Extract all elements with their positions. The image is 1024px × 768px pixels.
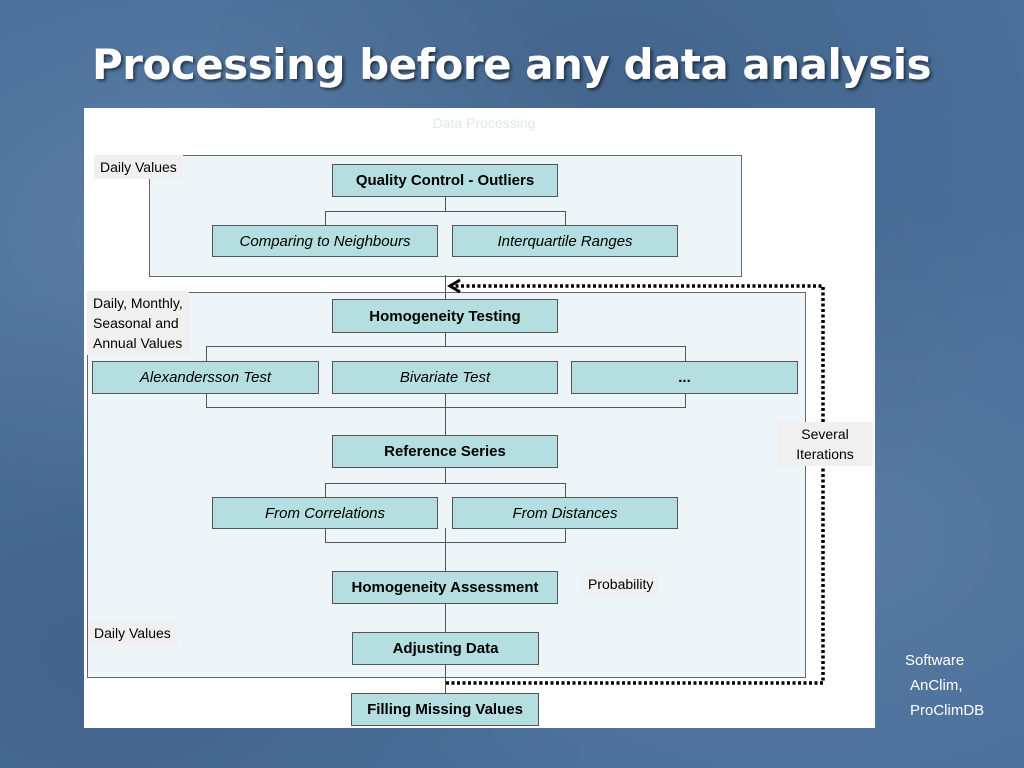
iteration-loop	[446, 278, 825, 685]
connector	[685, 346, 686, 361]
connector	[685, 393, 686, 408]
homogeneity-testing-box: Homogeneity Testing	[332, 299, 558, 333]
from-correlations-box: From Correlations	[212, 497, 438, 529]
bivariate-test-box: Bivariate Test	[332, 361, 558, 394]
from-distances-box: From Distances	[452, 497, 678, 529]
connector	[565, 483, 566, 497]
interquartile-ranges-box: Interquartile Ranges	[452, 225, 678, 257]
slide-title: Processing before any data analysis	[92, 40, 932, 89]
note-line: Iterations	[796, 446, 854, 462]
homogeneity-assessment-box: Homogeneity Assessment	[332, 571, 558, 604]
note-line: Daily, Monthly,	[93, 295, 183, 311]
software-line: AnClim,	[910, 677, 963, 694]
connector	[445, 467, 446, 483]
adjusting-data-box: Adjusting Data	[352, 632, 539, 665]
alexandersson-test-box: Alexandersson Test	[92, 361, 319, 394]
filling-missing-values-box: Filling Missing Values	[351, 693, 539, 726]
connector	[445, 603, 446, 632]
connector	[206, 407, 686, 408]
note-line: Several	[801, 426, 849, 442]
connector	[565, 211, 566, 226]
connector	[206, 346, 207, 361]
connector	[445, 197, 446, 211]
connector	[325, 528, 326, 542]
connector	[206, 393, 207, 408]
connector	[325, 483, 326, 497]
note-line: Annual Values	[93, 335, 183, 351]
connector	[325, 211, 566, 212]
connector	[445, 664, 446, 693]
connector	[565, 528, 566, 542]
comparing-neighbours-box: Comparing to Neighbours	[212, 225, 438, 257]
reference-series-box: Reference Series	[332, 435, 558, 468]
diagram-title: Data Processing	[432, 115, 536, 131]
other-tests-box: ...	[571, 361, 798, 394]
daily-values-note: Daily Values	[94, 155, 183, 179]
software-line: ProClimDB	[910, 702, 985, 719]
probability-note: Probability	[582, 572, 660, 596]
connector	[325, 483, 566, 484]
flowchart: Data Processing Quality Control - Outlie…	[84, 108, 875, 728]
quality-control-box: Quality Control - Outliers	[332, 164, 558, 197]
note-line: Seasonal and	[93, 315, 179, 331]
connector	[206, 346, 686, 347]
daily-values-note: Daily Values	[88, 621, 177, 645]
data-resolution-note: Daily, Monthly, Seasonal and Annual Valu…	[87, 291, 189, 355]
software-note: Software AnClim, ProClimDB	[905, 648, 984, 723]
connector	[445, 332, 446, 346]
connector	[445, 393, 446, 435]
software-line: Software	[905, 652, 965, 669]
connector	[445, 528, 446, 571]
connector	[325, 211, 326, 226]
connector	[445, 275, 446, 300]
several-iterations-note: Several Iterations	[777, 422, 873, 466]
